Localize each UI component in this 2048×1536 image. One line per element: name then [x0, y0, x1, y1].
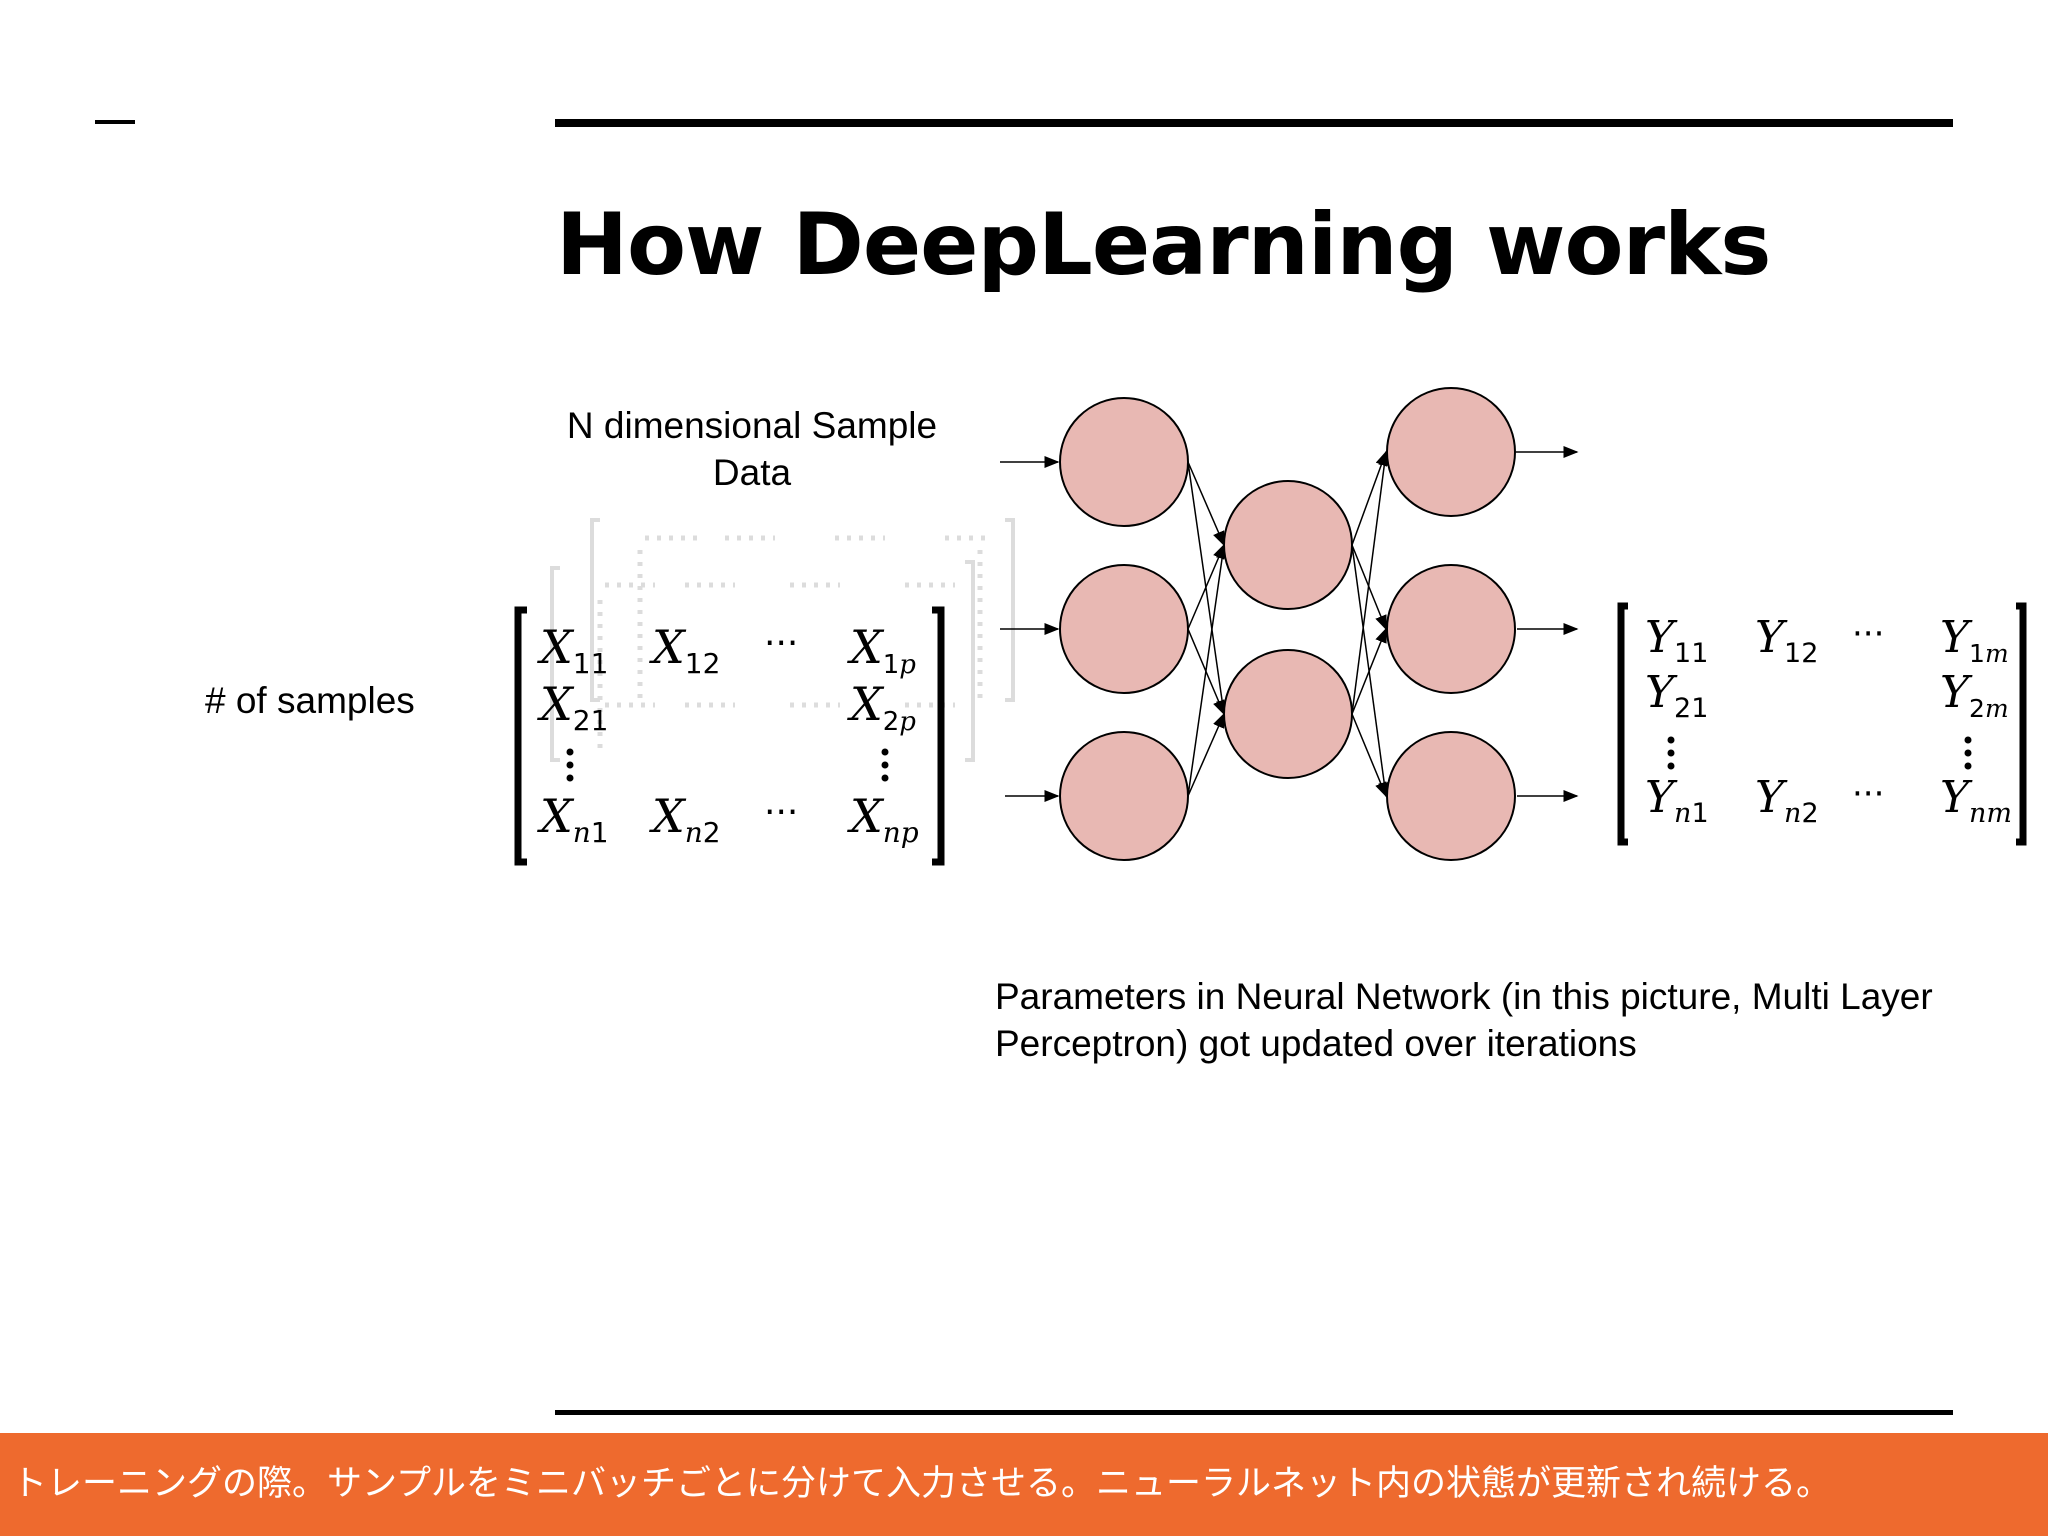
svg-text:···: ··· [1852, 774, 1884, 814]
svg-text:Y11: Y11 [1645, 612, 1708, 669]
svg-text:Xn2: Xn2 [649, 789, 721, 849]
footer-caption-bar: トレーニングの際。サンプルをミニバッチごとに分けて入力させる。ニューラルネット内… [0, 1433, 2048, 1536]
output-node-3 [1386, 731, 1516, 861]
input-matrix: X11 X12 ··· X1p X21 X2p Xn1 Xn2 ··· Xnp [514, 606, 945, 866]
output-node-1 [1386, 387, 1516, 517]
svg-text:X12: X12 [649, 620, 720, 680]
svg-text:X11: X11 [537, 620, 608, 680]
input-node-3 [1059, 731, 1189, 861]
input-node-1 [1059, 397, 1189, 527]
n-dimensional-label: N dimensional Sample Data [566, 405, 938, 493]
hidden-node-2 [1223, 649, 1353, 779]
network-nodes [1059, 387, 1516, 861]
svg-text:Y2m: Y2m [1940, 667, 2009, 723]
input-node-2 [1059, 564, 1189, 694]
svg-text:Xnp: Xnp [847, 789, 919, 849]
svg-text:Y21: Y21 [1645, 667, 1708, 724]
top-rule [555, 119, 1953, 127]
output-matrix: Y11 Y12 ··· Y1m Y21 Y2m Yn1 Yn2 ··· Ynm [1617, 602, 2027, 846]
samples-label: # of samples [205, 680, 415, 721]
svg-text:Y1m: Y1m [1940, 612, 2009, 668]
network-edges [1000, 446, 1579, 802]
svg-text:Yn1: Yn1 [1645, 772, 1709, 829]
svg-text:Yn2: Yn2 [1755, 772, 1819, 829]
footer-caption: トレーニングの際。サンプルをミニバッチごとに分けて入力させる。ニューラルネット内… [12, 1464, 1831, 1504]
svg-text:Y12: Y12 [1755, 612, 1818, 669]
bottom-rule [555, 1410, 1953, 1415]
svg-text:X1p: X1p [847, 620, 916, 680]
svg-text:···: ··· [1852, 614, 1884, 654]
faded-matrix-stack [550, 518, 1015, 762]
svg-text:Xn1: Xn1 [537, 789, 609, 849]
output-node-2 [1386, 564, 1516, 694]
svg-text:X2p: X2p [847, 677, 916, 737]
svg-text:Ynm: Ynm [1940, 772, 2012, 829]
svg-text:···: ··· [764, 792, 798, 833]
slide-title: How DeepLearning works [556, 195, 1771, 295]
hidden-node-1 [1223, 480, 1353, 610]
slide-dash-mark [95, 120, 135, 124]
svg-text:···: ··· [764, 623, 798, 664]
parameters-caption: Parameters in Neural Network (in this pi… [995, 976, 1933, 1064]
